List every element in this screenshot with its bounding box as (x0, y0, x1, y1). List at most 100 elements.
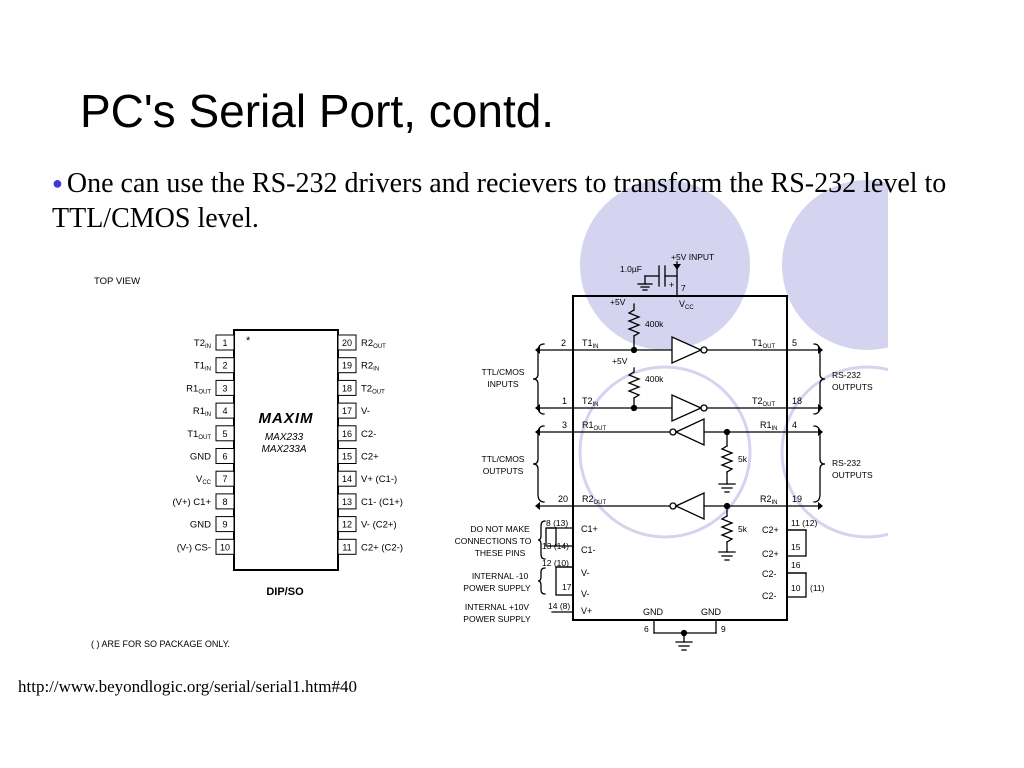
t2-in-label: T2IN (582, 396, 599, 408)
right-pin-box (337, 493, 357, 510)
pin-num-9: 9 (721, 624, 726, 634)
r400k-label-2: 400k (645, 374, 664, 384)
gnd-label-1: GND (643, 607, 664, 617)
vm-label: V- (581, 568, 590, 578)
left-pin-name: R1OUT (186, 383, 211, 395)
left-pin-number: 3 (222, 383, 227, 393)
r1-in-label: R1IN (760, 420, 778, 432)
pin-num-2: 2 (561, 338, 566, 348)
resistor-400k-1 (627, 309, 641, 337)
bullet-point: ●One can use the RS-232 drivers and reci… (52, 166, 952, 236)
right-pin-number: 20 (342, 338, 352, 348)
brace-rs232-outputs-2 (813, 425, 826, 503)
c2m-label: C2- (762, 569, 777, 579)
pin-num-10: 10 (791, 583, 801, 593)
ttl-outputs-label-1: TTL/CMOS (482, 454, 525, 464)
right-pin-box (337, 425, 357, 442)
right-pin-box (337, 402, 357, 419)
r2-in-label: R2IN (760, 494, 778, 506)
brace-ttl-outputs (532, 425, 545, 503)
left-pin-name: R1IN (193, 406, 211, 418)
right-pin-name: C2+ (361, 452, 379, 463)
cap-box-v- (555, 566, 574, 596)
left-pin-box (215, 334, 235, 351)
dnm-label-1: DO NOT MAKE (470, 524, 530, 534)
vp-label: V+ (581, 606, 592, 616)
left-pin-box (215, 448, 235, 464)
brace-do-not-connect (537, 520, 546, 560)
left-pin-number: 5 (222, 429, 227, 439)
deco-mask (888, 170, 1024, 550)
right-pin-box (337, 516, 357, 533)
pin1-marker-icon: * (246, 335, 251, 347)
typical-circuit (532, 261, 826, 651)
left-pin-number: 6 (222, 452, 227, 462)
right-pin-number: 13 (342, 497, 352, 507)
resistor-5k-1 (720, 445, 734, 473)
right-pin-name: V+ (C1-) (361, 474, 397, 485)
int-pos-label-2: POWER SUPPLY (463, 614, 531, 624)
ttl-outputs-label-2: OUTPUTS (483, 466, 524, 476)
left-pin-number: 8 (222, 497, 227, 507)
pin-num-18: 18 (792, 396, 802, 406)
ttl-inputs-label-2: INPUTS (487, 379, 519, 389)
pin-num-4: 4 (792, 420, 797, 430)
pin-num-3: 3 (562, 420, 567, 430)
right-pin-name: C1- (C1+) (361, 497, 403, 508)
right-pin-name: V- (C2+) (361, 520, 397, 531)
right-pin-name: T2OUT (361, 383, 385, 395)
rs232-outputs-2-line1: RS-232 (832, 458, 861, 468)
brace-internal-neg (537, 567, 546, 595)
dnm-label-3: THESE PINS (475, 548, 526, 558)
slide-title: PC's Serial Port, contd. (80, 85, 555, 137)
part-number-2: MAX233A (261, 444, 306, 455)
part-number-1: MAX233 (265, 432, 304, 443)
pin-num-1: 1 (562, 396, 567, 406)
source-url[interactable]: http://www.beyondlogic.org/serial/serial… (18, 677, 358, 696)
pin-num-19: 19 (792, 494, 802, 504)
right-pin-name: R2IN (361, 361, 379, 373)
right-pin-box (337, 470, 357, 487)
package-footnote: ( ) ARE FOR SO PACKAGE ONLY. (91, 639, 230, 649)
right-pin-name: C2+ (C2-) (361, 542, 403, 553)
left-pin-box (215, 379, 235, 396)
right-pin-box (337, 379, 357, 396)
c1m-label: C1- (581, 545, 596, 555)
right-pin-box (337, 357, 357, 374)
left-pin-box (215, 538, 235, 555)
pin-num-10-so: (11) (810, 583, 825, 593)
int-neg-label-2: POWER SUPPLY (463, 583, 531, 593)
right-pin-number: 16 (342, 429, 352, 439)
ttl-inputs-label-1: TTL/CMOS (482, 367, 525, 377)
maxim-logo: MAXIM (259, 410, 314, 427)
cap-box-c2-b (786, 572, 807, 598)
r1-out-label: R1OUT (582, 420, 607, 432)
input-5v-label: +5V INPUT (671, 252, 714, 262)
r2-out-label: R2OUT (582, 494, 607, 506)
pin-num-5: 5 (792, 338, 797, 348)
vcc-label: VCC (679, 299, 694, 311)
left-pin-name: (V-) CS- (177, 542, 211, 553)
rs232-outputs-2-line2: OUTPUTS (832, 470, 873, 480)
rs232-outputs-1-line1: RS-232 (832, 370, 861, 380)
left-pin-number: 1 (222, 338, 227, 348)
rs232-outputs-1-line2: OUTPUTS (832, 382, 873, 392)
pin-num-15: 15 (791, 542, 801, 552)
circuit-labels: +5V INPUT 1.0µF + 7 VCC +5V +5V 400k 400… (455, 252, 873, 634)
p5v-label-2: +5V (612, 356, 628, 366)
pin-7-label: 7 (681, 283, 686, 293)
gnd-label-2: GND (701, 607, 722, 617)
right-pin-box (337, 538, 357, 555)
pin-num-12: 12 (10) (542, 558, 569, 568)
left-pin-number: 9 (222, 520, 227, 530)
left-pin-name: VCC (196, 474, 212, 486)
pin-num-16: 16 (791, 560, 801, 570)
left-pin-box (215, 357, 235, 374)
right-pin-number: 11 (342, 542, 351, 552)
brace-ttl-inputs (532, 343, 545, 415)
r5k-label-1: 5k (738, 454, 748, 464)
left-pin-name: T1IN (194, 361, 211, 373)
right-pin-name: V- (361, 406, 370, 417)
